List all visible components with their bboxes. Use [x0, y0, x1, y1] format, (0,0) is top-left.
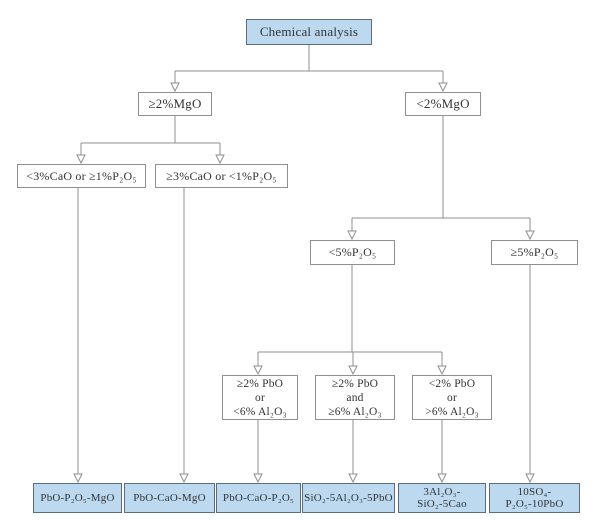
condition-line: or — [255, 391, 265, 404]
node-p2o5-ge-5pct: ≥5%P₂O₅ — [491, 240, 578, 265]
node-mgo-ge-2pct: ≥2%MgO — [138, 92, 212, 116]
result-sio2-5al2o3-5pbo: SiO₂-5Al₂O₃-5PbO — [302, 483, 395, 513]
condition-line: ≥2% PbO — [236, 377, 284, 390]
node-pbo-lt2-or-al2o3-gt6: <2% PbO or >6% Al₂O₃ — [412, 375, 492, 420]
node-chemical-analysis: Chemical analysis — [246, 19, 372, 45]
condition-line: >6% Al₂O₃ — [425, 405, 479, 418]
connector-lines — [77, 44, 531, 474]
node-p2o5-lt-5pct: <5%P₂O₅ — [310, 240, 395, 265]
condition-line: or — [447, 391, 457, 404]
condition-line: <6% Al₂O₃ — [233, 405, 287, 418]
node-cao-lt3-or-p2o5-ge1: <3%CaO or ≥1%P₂O₅ — [17, 164, 146, 188]
condition-line: ≥2% PbO — [331, 377, 379, 390]
node-pbo-ge2-or-al2o3-lt6: ≥2% PbO or <6% Al₂O₃ — [222, 375, 298, 420]
result-10so4-p2o5-10pbo: 10SO₄-P₂O₅-10PbO — [489, 483, 580, 513]
condition-line: <2% PbO — [428, 377, 476, 390]
result-3al2o3-sio2-5cao: 3Al₂O₃-SiO₂-5Cao — [398, 483, 486, 513]
result-pbo-p2o5-mgo: PbO-P₂O₅-MgO — [33, 483, 122, 513]
result-pbo-cao-p2o5: PbO-CaO-P₂O₅ — [216, 483, 301, 513]
result-pbo-cao-mgo: PbO-CaO-MgO — [124, 483, 215, 513]
node-cao-ge3-or-p2o5-lt1: ≥3%CaO or <1%P₂O₅ — [155, 164, 288, 188]
node-pbo-ge2-and-al2o3-ge6: ≥2% PbO and ≥6% Al₂O₃ — [315, 375, 395, 420]
arrowhead-icons — [73, 82, 535, 484]
node-mgo-lt-2pct: <2%MgO — [405, 92, 481, 116]
condition-line: and — [346, 391, 364, 404]
condition-line: ≥6% Al₂O₃ — [328, 405, 382, 418]
